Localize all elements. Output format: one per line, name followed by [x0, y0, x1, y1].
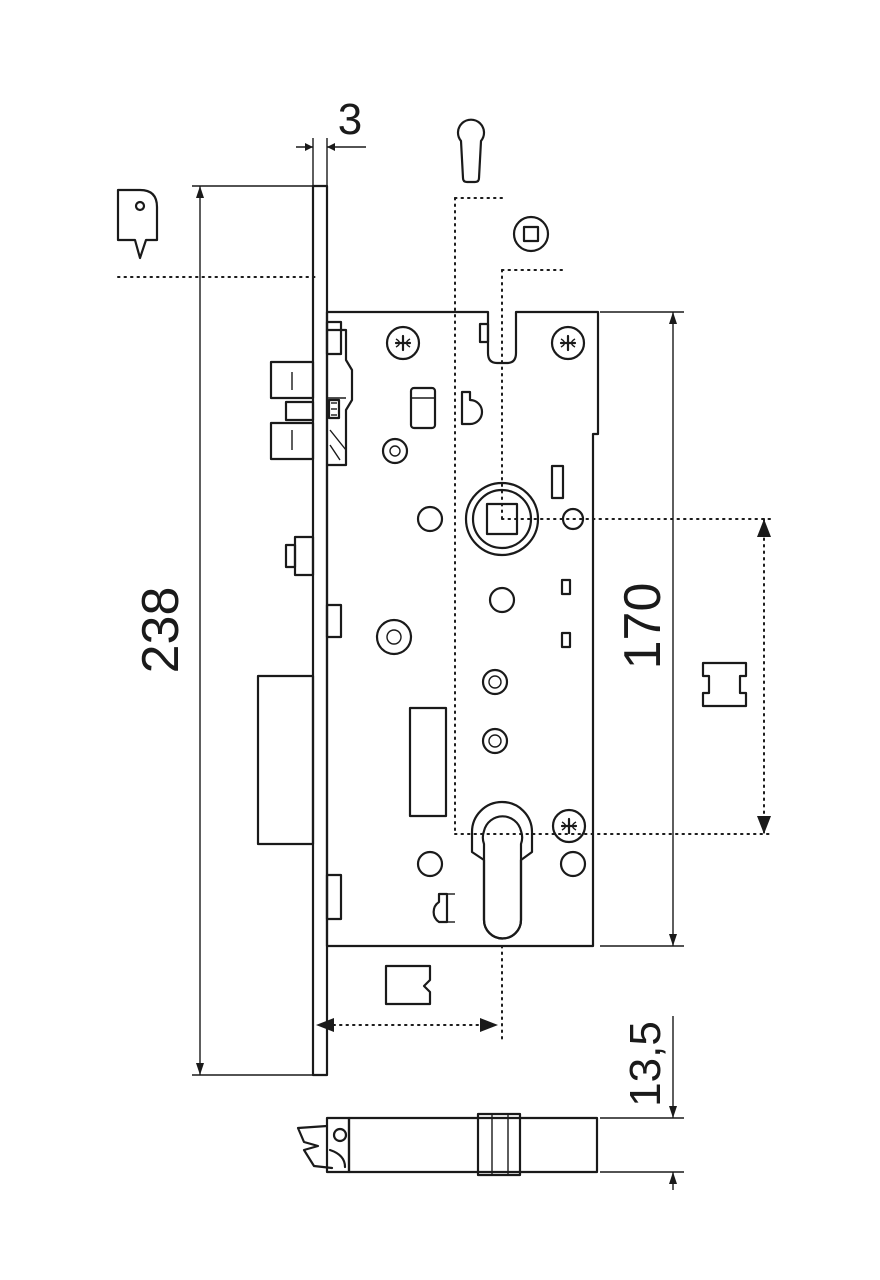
dimension-case-height-label: 170 [614, 583, 672, 670]
keyhole-icon [456, 118, 486, 184]
faceplate [311, 184, 329, 1077]
side-view [296, 1112, 599, 1177]
lock-case [325, 310, 600, 948]
dimension-backset [316, 1018, 498, 1032]
screw-top-right [550, 325, 586, 361]
latch-bolt-icon [116, 188, 159, 260]
screw-bottom-right [551, 808, 587, 844]
reference-lines [454, 197, 771, 1043]
square-spindle-icon [512, 215, 550, 253]
latch-bolt [269, 360, 315, 461]
screw-top-left [385, 325, 421, 361]
dimension-thickness: 3 [296, 95, 366, 186]
dimension-faceplate-length: 238 [132, 185, 313, 1076]
center-distance-icon [701, 661, 748, 708]
dimension-case-height: 170 [600, 311, 684, 947]
dead-bolt [256, 674, 315, 846]
cylinder-hole [470, 800, 534, 940]
case-components [375, 386, 587, 924]
backset-icon [384, 964, 432, 1006]
dimension-faceplate-length-label: 238 [132, 587, 190, 674]
dimension-depth: 13,5 [600, 1016, 684, 1190]
dimension-thickness-label: 3 [338, 95, 362, 144]
auxiliary-latch [284, 535, 315, 577]
dimension-center-distance [757, 518, 771, 835]
dimension-depth-label: 13,5 [621, 1021, 670, 1107]
